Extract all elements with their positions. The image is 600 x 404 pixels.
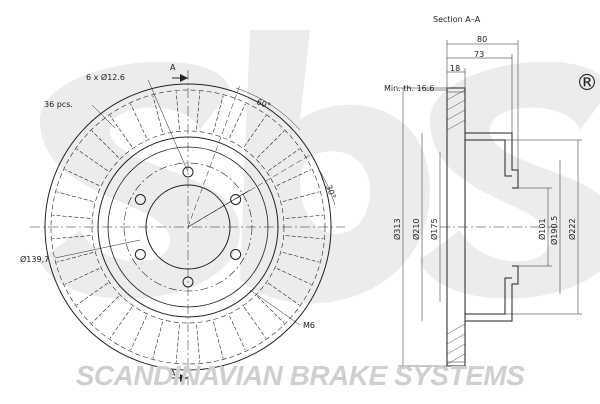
cooling-vane — [64, 268, 100, 285]
cooling-vane — [285, 235, 324, 240]
cooling-vane — [52, 214, 91, 219]
cooling-vane — [213, 321, 224, 359]
cooling-vane — [52, 235, 91, 240]
cooling-vane — [268, 148, 300, 172]
cooling-vane — [257, 296, 285, 324]
cooling-vane — [276, 268, 312, 285]
section-arrow-bottom — [180, 374, 188, 382]
cooling-vane — [64, 169, 100, 186]
dia-101-label: Ø101 — [537, 218, 547, 240]
width-80-label: 80 — [477, 35, 487, 44]
section-title: Section A–A — [433, 15, 481, 24]
cooling-vane — [175, 91, 180, 130]
disc-section-view — [398, 40, 582, 367]
cooling-vane — [109, 115, 133, 147]
cooling-vane — [243, 307, 267, 339]
thread-label: M6 — [303, 321, 315, 330]
cooling-vane — [282, 252, 320, 263]
bolt-hole — [230, 194, 242, 205]
cooling-vane — [109, 307, 133, 339]
cooling-vane — [268, 282, 300, 306]
bolt-holes — [134, 166, 242, 288]
pcd-label: Ø139,7 — [20, 254, 49, 264]
disc-front-view — [30, 70, 345, 385]
dia-210-label: Ø210 — [411, 218, 421, 240]
cooling-vanes — [52, 91, 324, 363]
width-18-label: 18 — [450, 64, 460, 73]
cooling-vane — [229, 103, 246, 139]
width-73-label: 73 — [474, 50, 484, 59]
cooling-vane — [276, 169, 312, 186]
dia-190-5-label: Ø190.5 — [549, 216, 559, 245]
section-arrow-top — [180, 74, 188, 82]
cooling-vane — [152, 321, 163, 359]
cooling-vane — [152, 95, 163, 133]
cooling-vane — [130, 103, 147, 139]
cooling-vane — [130, 315, 147, 351]
bolt-hole — [134, 194, 146, 205]
section-marker-top: A — [170, 63, 176, 72]
min-thickness-label: Min. th. 16.6 — [384, 84, 434, 93]
dia-175-label: Ø175 — [429, 218, 439, 240]
cooling-vane — [229, 315, 246, 351]
bolt-hole — [230, 249, 242, 260]
cooling-vane — [196, 91, 201, 130]
bolt-hole — [134, 249, 146, 260]
dia-313-label: Ø313 — [392, 218, 402, 240]
cooling-vane — [196, 324, 201, 363]
cooling-vane — [285, 214, 324, 219]
cooling-vane — [175, 324, 180, 363]
sbs-watermark-logo — [40, 30, 600, 304]
cooling-vane — [243, 115, 267, 147]
section-marker-bottom: A — [170, 369, 176, 378]
cooling-vane — [76, 282, 108, 306]
angle-30-label: 30° — [324, 184, 337, 200]
brand-footer-watermark: SCANDINAVIAN BRAKE SYSTEMS — [75, 360, 525, 391]
vanes-label: 36 pcs. — [44, 100, 73, 109]
cooling-vane — [76, 148, 108, 172]
cooling-vane — [91, 130, 119, 158]
cooling-vane — [213, 95, 224, 133]
cooling-vane — [257, 130, 285, 158]
dia-222-label: Ø222 — [567, 218, 577, 240]
cooling-vane — [56, 191, 94, 202]
cooling-vane — [282, 191, 320, 202]
cooling-vane — [56, 252, 94, 263]
registered-mark: ® — [576, 71, 598, 96]
cooling-vane — [91, 296, 119, 324]
bolt-holes-label: 6 x Ø12.6 — [86, 72, 125, 82]
